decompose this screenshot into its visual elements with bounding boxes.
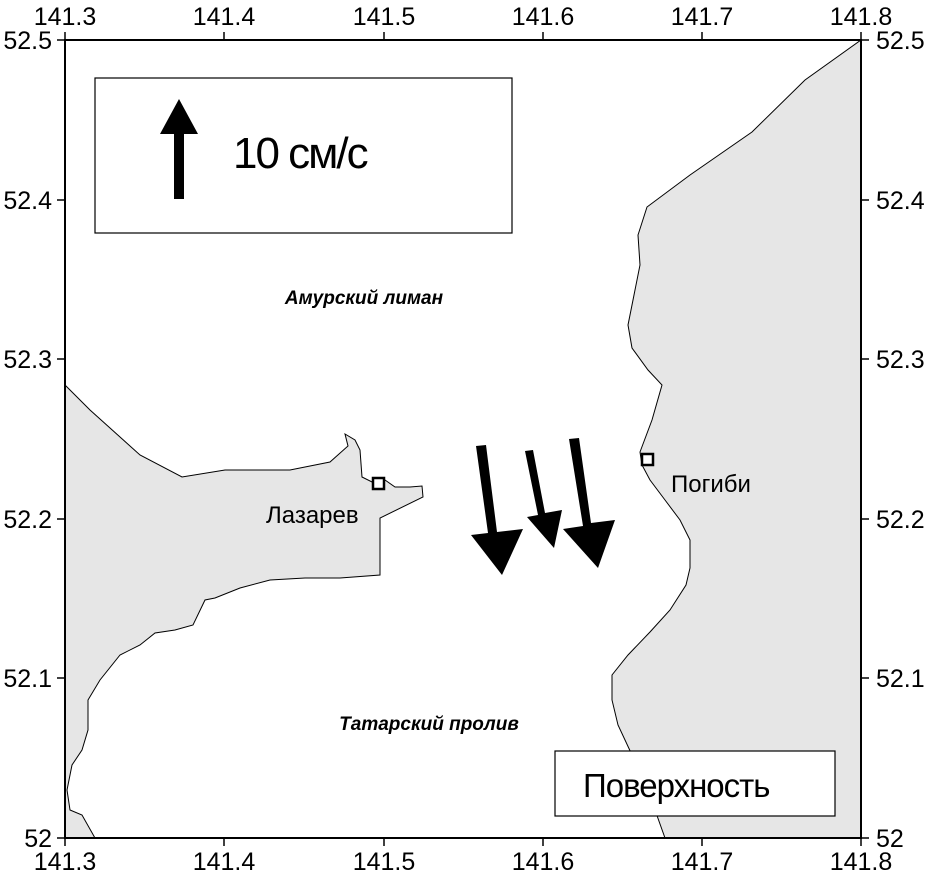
x-tick-top-3: 141.5: [353, 3, 416, 31]
station-marker-pogibi: [640, 452, 655, 467]
arrow-down-icon: [525, 450, 562, 548]
arrow-up-icon: [160, 99, 198, 199]
amur-liman-label: Амурский лиман: [284, 288, 444, 309]
tatar-strait-label: Татарский пролив: [339, 714, 519, 735]
y-tick-left-1: 52: [24, 825, 52, 853]
layer-label-box: [554, 750, 836, 817]
pogibi-label: Погиби: [671, 471, 751, 498]
map-frame: [64, 39, 862, 839]
y-tick-right-3: 52.2: [876, 506, 925, 534]
y-tick-right-5: 52.4: [876, 187, 925, 215]
y-tick-left-5: 52.4: [3, 187, 52, 215]
scale-legend-box: [94, 77, 513, 234]
x-tick-bottom-3: 141.5: [353, 848, 416, 876]
y-tick-right-2: 52.1: [876, 665, 925, 693]
y-tick-left-4: 52.3: [3, 346, 52, 374]
y-tick-left-3: 52.2: [3, 506, 52, 534]
mainland-land: [64, 383, 424, 839]
station-marker-lazarev: [371, 476, 386, 491]
x-tick-bottom-2: 141.4: [193, 848, 256, 876]
axis-ticks: [57, 32, 869, 846]
x-tick-bottom-1: 141.3: [34, 848, 97, 876]
y-tick-right-6: 52.5: [876, 27, 925, 55]
scale-label: 10 см/с: [233, 129, 368, 178]
y-tick-right-1: 52: [876, 825, 904, 853]
layer-label: Поверхность: [583, 767, 769, 804]
y-tick-left-2: 52.1: [3, 665, 52, 693]
x-tick-bottom-6: 141.8: [830, 848, 893, 876]
x-tick-top-1: 141.3: [34, 3, 97, 31]
sakhalin-land: [611, 39, 862, 839]
y-tick-right-4: 52.3: [876, 346, 925, 374]
x-tick-top-4: 141.6: [512, 3, 575, 31]
arrow-down-icon: [563, 438, 615, 568]
x-tick-top-5: 141.7: [671, 3, 734, 31]
arrow-down-icon: [471, 445, 523, 575]
x-tick-bottom-5: 141.7: [671, 848, 734, 876]
x-tick-top-6: 141.8: [830, 3, 893, 31]
x-tick-bottom-4: 141.6: [512, 848, 575, 876]
lazarev-label: Лазарев: [266, 502, 359, 529]
x-tick-top-2: 141.4: [193, 3, 256, 31]
y-tick-left-6: 52.5: [3, 27, 52, 55]
